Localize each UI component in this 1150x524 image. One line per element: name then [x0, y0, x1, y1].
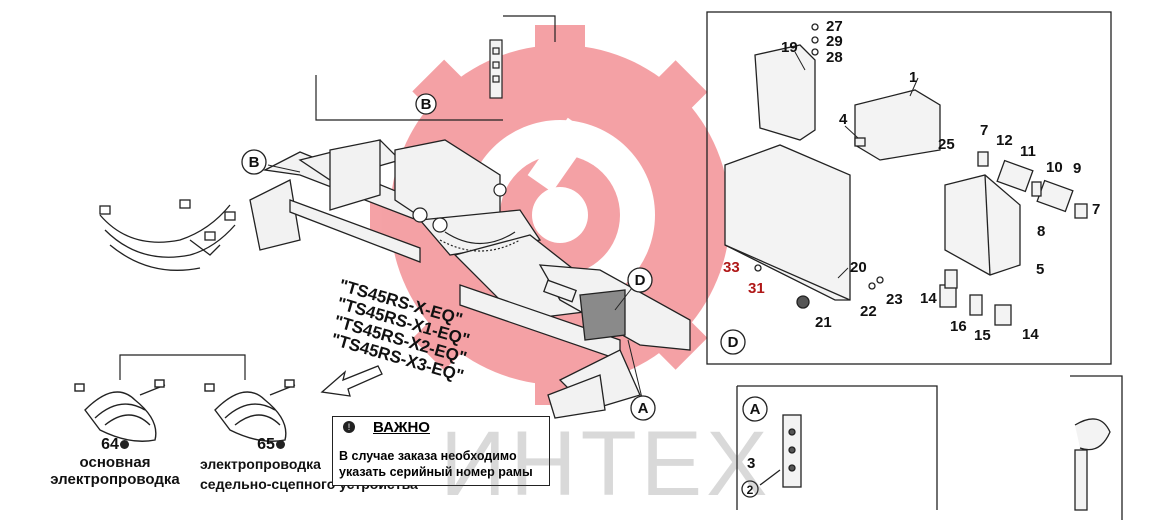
part-10: 10: [1046, 159, 1063, 176]
coupling-ring: [412, 183, 521, 252]
part-16: 16: [950, 318, 967, 335]
important-notice: ! ВАЖНО В случае заказа необходимо указа…: [332, 416, 550, 486]
chassis-frame: [249, 139, 691, 419]
part-29: 29: [826, 33, 843, 50]
notice-title: ВАЖНО: [373, 419, 430, 436]
part-22: 22: [860, 303, 877, 320]
svg-text:B: B: [421, 96, 432, 113]
watermark-text: ИНТЕХ: [440, 413, 772, 515]
warning-circle-icon: !: [343, 421, 355, 433]
loose-harness: [99, 199, 236, 271]
part-23: 23: [886, 291, 903, 308]
coupling-harness-label-1: электропроводка: [200, 456, 321, 472]
svg-text:D: D: [728, 334, 739, 351]
svg-text:2: 2: [747, 483, 754, 497]
part-9: 9: [1073, 160, 1081, 177]
main-harness-label: основная электропроводка: [50, 454, 180, 488]
part-11: 11: [1020, 143, 1036, 160]
warning-circle-icon: [119, 440, 129, 450]
arrow-icon: [320, 365, 383, 397]
main-harness-caption: 64 основная электропроводка: [30, 436, 200, 488]
part-31: 31: [748, 280, 765, 297]
part-27: 27: [826, 18, 843, 35]
leader-lines: [267, 51, 919, 399]
part-7-top: 7: [980, 122, 988, 139]
section-callout-d-detail: D: [720, 329, 746, 355]
section-callout-b-upper: B: [415, 93, 437, 115]
part-64: 64: [101, 436, 119, 453]
part-5: 5: [1036, 261, 1044, 278]
part-8: 8: [1037, 223, 1045, 240]
part-33: 33: [723, 259, 740, 276]
part-7-right: 7: [1092, 201, 1100, 218]
part-65: 65: [257, 436, 275, 453]
part-12: 12: [996, 132, 1013, 149]
svg-text:A: A: [638, 400, 649, 417]
detail-d-components: [724, 23, 1088, 326]
section-callout-a-detail: A: [742, 396, 768, 422]
section-callout-b-frame: B: [241, 149, 267, 175]
part-3: 3: [747, 455, 755, 472]
notice-text: В случае заказа необходимо указать серий…: [339, 449, 533, 479]
main-harness-drawing: [74, 379, 166, 442]
svg-text:B: B: [249, 154, 260, 171]
detail-d-frame: [706, 11, 1112, 365]
detail-b-components: [489, 39, 503, 99]
detail-a-components: [759, 414, 1111, 511]
part-21: 21: [815, 314, 832, 331]
part-number-labels: 27 29 28 19 1 4 25 7 12 11 10 9 7 8 5 20…: [723, 18, 1100, 498]
warning-circle-icon: [275, 440, 285, 450]
part-2: 2: [741, 480, 759, 498]
part-25: 25: [938, 136, 955, 153]
section-callout-a-frame: A: [630, 395, 656, 421]
svg-text:D: D: [635, 272, 646, 289]
part-4: 4: [839, 111, 848, 128]
coupling-harness-drawing: [204, 379, 296, 442]
part-20: 20: [850, 259, 867, 276]
harness-group-bracket: [119, 354, 246, 380]
part-15: 15: [974, 327, 991, 344]
svg-text:A: A: [750, 401, 761, 418]
part-1: 1: [909, 69, 917, 86]
part-19: 19: [781, 39, 798, 56]
detail-a-frame: [736, 375, 1123, 520]
section-callout-d-frame: D: [627, 267, 653, 293]
part-14-left: 14: [920, 290, 937, 307]
part-14-right: 14: [1022, 326, 1039, 343]
part-28: 28: [826, 49, 843, 66]
detail-b-frame: [315, 15, 556, 121]
